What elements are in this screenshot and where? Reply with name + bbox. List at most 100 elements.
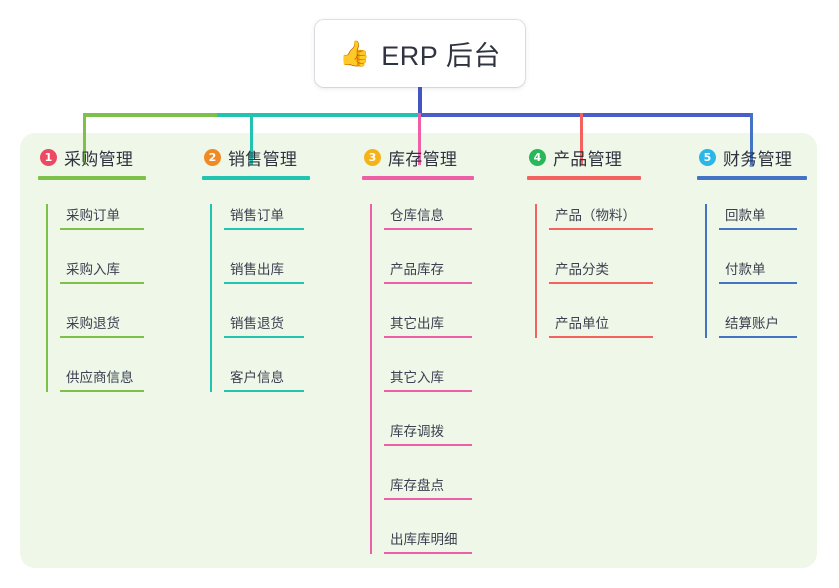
leaf-item-label: 客户信息 bbox=[230, 370, 284, 385]
branch-spine bbox=[370, 204, 372, 554]
root-node-title: ERP 后台 bbox=[381, 41, 501, 71]
leaf-item[interactable]: 销售订单 bbox=[210, 204, 352, 230]
leaf-item[interactable]: 付款单 bbox=[705, 258, 837, 284]
branch-column-产品管理: 4 产品管理产品（物料） 产品分类产品单位 bbox=[527, 144, 682, 338]
branch-items: 仓库信息产品库存其它出库其它入库库存调拨库存盘点出库库明细 bbox=[370, 204, 514, 554]
leaf-item-rule bbox=[384, 282, 472, 284]
leaf-item-label: 库存盘点 bbox=[390, 478, 444, 493]
drop-stock bbox=[418, 113, 421, 165]
branch-items: 产品（物料） 产品分类产品单位 bbox=[535, 204, 682, 338]
leaf-item-label: 采购订单 bbox=[66, 208, 120, 223]
branch-spine bbox=[210, 204, 212, 392]
leaf-item-rule bbox=[384, 498, 472, 500]
branch-column-销售管理: 2 销售管理销售订单销售出库销售退货客户信息 bbox=[202, 144, 352, 392]
leaf-item-label: 产品单位 bbox=[555, 316, 609, 331]
leaf-item[interactable]: 采购订单 bbox=[46, 204, 188, 230]
leaf-item-rule bbox=[384, 228, 472, 230]
leaf-item[interactable]: 库存调拨 bbox=[370, 420, 514, 446]
leaf-item-rule bbox=[60, 336, 144, 338]
branch-items: 采购订单采购入库采购退货供应商信息 bbox=[46, 204, 188, 392]
leaf-item-label: 销售出库 bbox=[230, 262, 284, 277]
leaf-item-label: 销售订单 bbox=[230, 208, 284, 223]
branch-index-badge: 2 bbox=[204, 148, 221, 166]
leaf-item-label: 付款单 bbox=[725, 262, 766, 277]
leaf-item-label: 产品库存 bbox=[390, 262, 444, 277]
branch-index-badge: 4 bbox=[529, 148, 546, 166]
leaf-item-rule bbox=[60, 228, 144, 230]
leaf-item-rule bbox=[719, 336, 797, 338]
leaf-item-rule bbox=[224, 228, 304, 230]
branch-index-badge: 1 bbox=[40, 148, 57, 166]
leaf-item-rule bbox=[384, 336, 472, 338]
branch-spine bbox=[705, 204, 707, 338]
leaf-item-rule bbox=[719, 282, 797, 284]
branch-spine bbox=[46, 204, 48, 392]
branch-header[interactable]: 2 销售管理 bbox=[202, 144, 352, 170]
leaf-item-label: 供应商信息 bbox=[66, 370, 134, 385]
leaf-item-label: 回款单 bbox=[725, 208, 766, 223]
leaf-item-label: 采购入库 bbox=[66, 262, 120, 277]
branch-title: 采购管理 bbox=[64, 149, 134, 169]
leaf-item-label: 产品（物料） bbox=[555, 208, 636, 223]
leaf-item[interactable]: 出库库明细 bbox=[370, 528, 514, 554]
branch-header[interactable]: 5 财务管理 bbox=[697, 144, 837, 170]
leaf-item-label: 销售退货 bbox=[230, 316, 284, 331]
leaf-item-label: 库存调拨 bbox=[390, 424, 444, 439]
branch-header-rule bbox=[527, 176, 641, 180]
bus-segment-stock bbox=[420, 113, 752, 117]
leaf-item-rule bbox=[60, 390, 144, 392]
branch-index-badge: 5 bbox=[699, 148, 716, 166]
drop-product bbox=[580, 113, 583, 165]
leaf-item[interactable]: 供应商信息 bbox=[46, 366, 188, 392]
branch-header-rule bbox=[697, 176, 807, 180]
leaf-item[interactable]: 销售出库 bbox=[210, 258, 352, 284]
leaf-item-rule bbox=[549, 228, 653, 230]
branch-title: 销售管理 bbox=[228, 149, 298, 169]
leaf-item-rule bbox=[719, 228, 797, 230]
leaf-item[interactable]: 销售退货 bbox=[210, 312, 352, 338]
leaf-item[interactable]: 其它入库 bbox=[370, 366, 514, 392]
root-node-content: 👍 ERP 后台 bbox=[339, 34, 501, 73]
branch-header-rule bbox=[38, 176, 146, 180]
branch-title: 库存管理 bbox=[388, 149, 458, 169]
leaf-item[interactable]: 回款单 bbox=[705, 204, 837, 230]
leaf-item-rule bbox=[549, 336, 653, 338]
leaf-item[interactable]: 采购退货 bbox=[46, 312, 188, 338]
leaf-item-label: 产品分类 bbox=[555, 262, 609, 277]
branch-title: 财务管理 bbox=[723, 149, 793, 169]
leaf-item[interactable]: 产品单位 bbox=[535, 312, 682, 338]
leaf-item-rule bbox=[224, 336, 304, 338]
leaf-item[interactable]: 结算账户 bbox=[705, 312, 837, 338]
leaf-item-rule bbox=[549, 282, 653, 284]
leaf-item-label: 其它入库 bbox=[390, 370, 444, 385]
leaf-item-rule bbox=[384, 444, 472, 446]
branch-items: 销售订单销售出库销售退货客户信息 bbox=[210, 204, 352, 392]
leaf-item[interactable]: 产品库存 bbox=[370, 258, 514, 284]
leaf-item[interactable]: 产品分类 bbox=[535, 258, 682, 284]
branch-column-采购管理: 1 采购管理采购订单采购入库采购退货供应商信息 bbox=[38, 144, 188, 392]
branch-header[interactable]: 4 产品管理 bbox=[527, 144, 682, 170]
branch-header[interactable]: 1 采购管理 bbox=[38, 144, 188, 170]
leaf-item[interactable]: 采购入库 bbox=[46, 258, 188, 284]
root-trunk-connector bbox=[418, 87, 422, 115]
leaf-item[interactable]: 仓库信息 bbox=[370, 204, 514, 230]
drop-finance bbox=[750, 113, 753, 165]
branch-spine bbox=[535, 204, 537, 338]
leaf-item-label: 结算账户 bbox=[725, 316, 779, 331]
branch-title: 产品管理 bbox=[553, 149, 623, 169]
bus-segment-sales bbox=[217, 113, 420, 117]
diagram-board bbox=[20, 133, 817, 568]
leaf-item-rule bbox=[384, 390, 472, 392]
leaf-item[interactable]: 客户信息 bbox=[210, 366, 352, 392]
leaf-item[interactable]: 产品（物料） bbox=[535, 204, 682, 230]
leaf-item[interactable]: 其它出库 bbox=[370, 312, 514, 338]
branch-header-rule bbox=[362, 176, 474, 180]
leaf-item-label: 仓库信息 bbox=[390, 208, 444, 223]
leaf-item-rule bbox=[224, 282, 304, 284]
branch-column-财务管理: 5 财务管理回款单付款单结算账户 bbox=[697, 144, 837, 338]
root-node[interactable]: 👍 ERP 后台 bbox=[315, 20, 525, 87]
leaf-item-rule bbox=[60, 282, 144, 284]
leaf-item[interactable]: 库存盘点 bbox=[370, 474, 514, 500]
